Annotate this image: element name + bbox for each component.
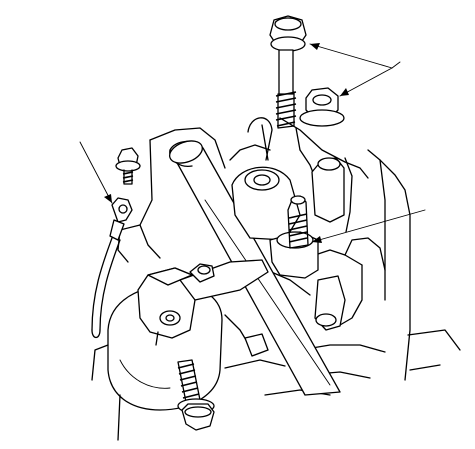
leader-stud-bolt xyxy=(311,209,426,243)
center-mount xyxy=(231,117,301,241)
flange-nut-icon xyxy=(299,87,345,127)
right-bracket xyxy=(311,157,346,331)
engine-outline xyxy=(117,117,461,396)
stud-bolt-icon xyxy=(287,195,309,249)
stud-block xyxy=(269,231,319,279)
flange-bolt-lower-icon xyxy=(177,359,215,431)
leader-upper-bolt-nut xyxy=(309,43,401,97)
flange-bolt-upper-icon xyxy=(269,15,307,129)
ground-cable-icon xyxy=(91,197,133,339)
leader-ground-terminal xyxy=(79,141,113,204)
small-boss xyxy=(244,333,269,357)
bracket-icon xyxy=(137,259,269,346)
ground-terminal-bolt-icon xyxy=(115,147,141,185)
